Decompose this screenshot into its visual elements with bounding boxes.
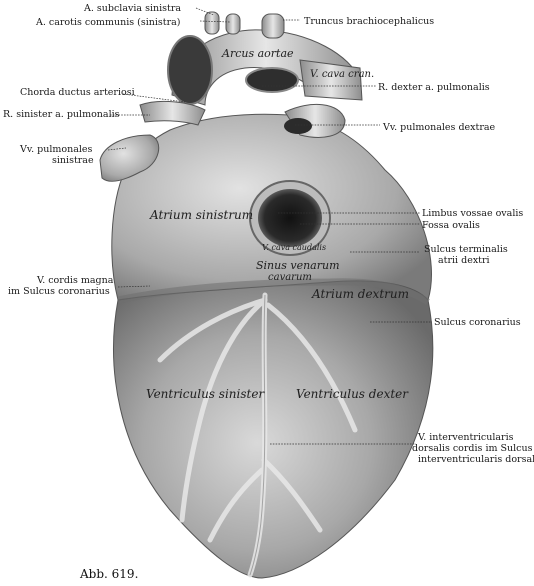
label-sulcus-term-line1: Sulcus terminalis	[424, 244, 508, 255]
label-chorda: Chorda ductus arteriosi	[20, 87, 135, 98]
fossa-ovalis	[258, 189, 322, 247]
label-ventriculus-dexter: Ventriculus dexter	[296, 387, 409, 401]
label-vv-pulm-sin-line1: Vv. pulmonales	[19, 144, 93, 155]
vena-cava-cranialis	[299, 59, 363, 101]
label-interv-line1: V. interventricularis	[417, 432, 514, 443]
label-cordis-magna-line1: V. cordis magna	[36, 275, 114, 286]
pulmonary-left-branch	[139, 100, 206, 126]
sulcus-coronarius-band	[117, 278, 430, 305]
pulmonary-artery-opening	[245, 67, 299, 93]
label-dexter-pulmonalis: R. dexter a. pulmonalis	[378, 82, 490, 93]
truncus-stump	[261, 13, 285, 39]
label-cordis-magna-line2: im Sulcus coronarius	[8, 286, 110, 297]
label-arcus-aortae: Arcus aortae	[221, 47, 294, 60]
carotis-stump	[225, 13, 241, 35]
label-atrium-sinistrum: Atrium sinistrum	[149, 208, 253, 222]
label-vcava-cran: V. cava cran.	[310, 69, 374, 80]
label-limbus: Limbus vossae ovalis	[422, 208, 523, 219]
left-pulmonary-veins	[99, 134, 160, 182]
label-sinister-pulmonalis: R. sinister a. pulmonalis	[3, 109, 120, 120]
subclavia-stump	[204, 11, 220, 35]
label-vv-pulm-dextrae: Vv. pulmonales dextrae	[382, 122, 496, 133]
label-interv-line2: dorsalis cordis im Sulcus	[412, 443, 533, 454]
label-cavarum: cavarum	[268, 272, 312, 283]
aorta-opening	[167, 35, 213, 105]
label-fossa: Fossa ovalis	[422, 220, 480, 231]
label-vcava-caudalis: V. cava caudalis	[262, 243, 326, 252]
figure-caption: Abb. 619.	[79, 567, 138, 581]
label-sulcus-term-line2: atrii dextri	[438, 255, 490, 266]
label-interv-line3: interventricularis dorsalis	[418, 454, 534, 465]
label-vv-pulm-sin-line2: sinistrae	[52, 155, 94, 166]
right-pulmonary-vein-opening	[284, 118, 312, 134]
label-sulcus-coronarius: Sulcus coronarius	[434, 317, 521, 328]
leader-lines	[107, 7, 432, 445]
label-sinus-venarum: Sinus venarum	[256, 259, 340, 272]
label-carotis: A. carotis communis (sinistra)	[35, 17, 181, 28]
label-atrium-dextrum: Atrium dextrum	[311, 287, 409, 301]
label-subclavia: A. subclavia sinistra	[83, 3, 181, 14]
ventricles	[113, 277, 434, 579]
label-truncus: Truncus brachiocephalicus	[304, 16, 434, 27]
label-ventriculus-sinister: Ventriculus sinister	[146, 387, 265, 401]
